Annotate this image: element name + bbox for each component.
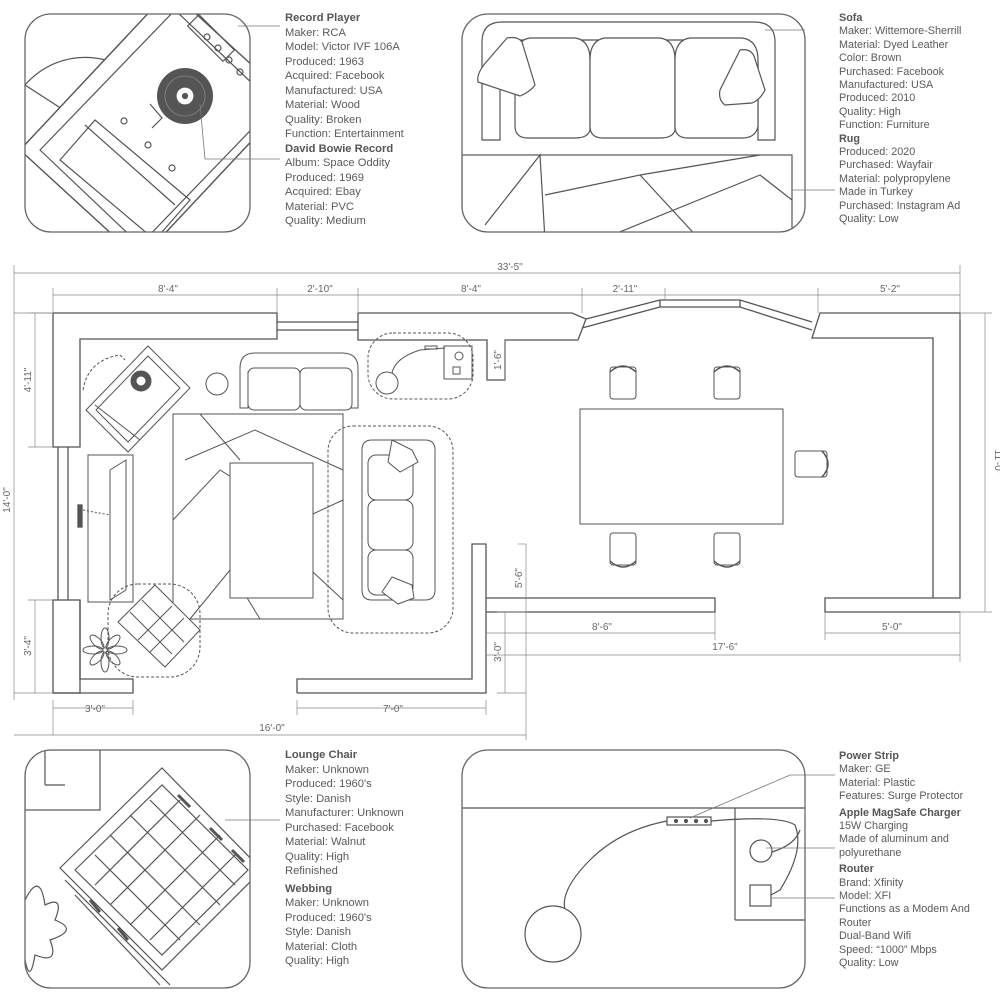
lounge-chair-info: Lounge Chair Maker: Unknown Produced: 19… xyxy=(285,748,404,969)
info-line: Purchased: Instagram Ad xyxy=(839,199,961,212)
info-line: Acquired: Facebook xyxy=(285,70,385,82)
info-line: Dual-Band Wifi xyxy=(839,930,912,943)
info-line: Acquired: Ebay xyxy=(285,186,361,198)
info-line: Brand: Xfinity xyxy=(839,876,904,889)
info-line: Function: Entertainment xyxy=(285,128,404,140)
info-line: Quality: High xyxy=(839,105,901,118)
info-line: Manufactured: USA xyxy=(839,79,934,92)
info-title: Power Strip xyxy=(839,750,899,762)
info-line: Model: XFI xyxy=(839,890,892,903)
info-title: Rug xyxy=(839,132,860,145)
dim-overall-width: 33'-5" xyxy=(497,262,523,273)
dim-right-height: 11'-0" xyxy=(992,450,1000,475)
info-line: Maker: GE xyxy=(839,763,891,776)
info-line: Quality: Broken xyxy=(285,113,362,126)
info-line: Purchased: Facebook xyxy=(285,821,394,834)
info-line: Produced: 2010 xyxy=(839,92,916,105)
info-line: Maker: Wittemore-Sherrill xyxy=(839,25,962,38)
dimension-labels: 33'-5" 8'-4" 2'-10" 8'-4" 2'-11" 5'-2" 4… xyxy=(2,262,1000,734)
dim-left-overall: 14'-0" xyxy=(2,487,13,513)
info-line: Maker: Unknown xyxy=(285,897,369,909)
info-line: Color: Brown xyxy=(839,52,902,65)
dim-top-seg2: 2'-10" xyxy=(307,284,333,295)
info-line: Produced: 1969 xyxy=(285,171,364,184)
info-line: Manufacturer: Unknown xyxy=(285,807,404,819)
info-line: Purchased: Wayfair xyxy=(839,159,933,172)
sofa-info: Sofa Maker: Wittemore-Sherrill Material:… xyxy=(839,12,961,227)
power-strip-detail xyxy=(461,749,835,989)
furniture xyxy=(82,332,829,678)
dim-top-seg4: 2'-11" xyxy=(613,284,638,295)
dim-top-seg5: 5'-2" xyxy=(880,284,900,295)
info-line: Material: Wood xyxy=(285,99,361,111)
info-line: Functions as a Modem And xyxy=(839,903,970,916)
dim-wall-nub: 1'-6" xyxy=(493,350,504,370)
dim-dining-lower-overall: 17'-6" xyxy=(712,642,738,653)
info-line: Made of aluminum and xyxy=(839,833,949,846)
info-line: Router xyxy=(839,916,872,929)
power-strip-info: Power Strip Maker: GE Material: Plastic … xyxy=(839,750,970,971)
info-line: Produced: 1960's xyxy=(285,911,372,924)
info-line: polyurethane xyxy=(839,846,902,859)
info-line: Style: Danish xyxy=(285,926,351,938)
info-line: Speed: “1000” Mbps xyxy=(839,943,937,956)
info-title: Lounge Chair xyxy=(285,749,358,761)
dim-mid-lower-vertical: 3'-0" xyxy=(493,642,504,662)
info-title: David Bowie Record xyxy=(285,142,394,155)
walls xyxy=(52,299,961,694)
dim-top-seg1: 8'-4" xyxy=(158,284,178,295)
info-line: Features: Surge Protector xyxy=(839,790,964,803)
info-line: Quality: Low xyxy=(839,957,899,970)
info-line: Quality: High xyxy=(285,955,350,967)
info-line: Quality: Low xyxy=(839,213,899,226)
dim-bottom-overall: 16'-0" xyxy=(259,723,285,734)
record-player-detail xyxy=(24,13,280,233)
dim-left-upper: 4'-11" xyxy=(23,367,34,392)
info-line: Function: Furniture xyxy=(839,119,930,132)
info-line: Quality: High xyxy=(285,850,350,863)
info-line: Material: PVC xyxy=(285,200,355,213)
info-line: Maker: Unknown xyxy=(285,763,369,776)
info-title: Webbing xyxy=(285,882,333,895)
info-line: Material: Dyed Leather xyxy=(839,38,949,51)
info-line: Manufactured: USA xyxy=(285,84,383,97)
dim-left-lower: 3'-4" xyxy=(23,636,34,656)
dimension-lines xyxy=(13,265,992,740)
dim-bottom-mid: 7'-0" xyxy=(383,704,403,715)
info-line: Album: Space Oddity xyxy=(285,157,391,169)
dim-top-seg3: 8'-4" xyxy=(461,284,481,295)
info-line: Made in Turkey xyxy=(839,186,913,199)
info-line: Produced: 2020 xyxy=(839,146,916,159)
lounge-chair-detail xyxy=(24,749,280,989)
dim-bottom-left: 3'-0" xyxy=(85,704,105,715)
info-line: Refinished xyxy=(285,865,338,877)
info-line: Quality: Medium xyxy=(285,215,366,227)
info-line: Material: polypropylene xyxy=(839,172,951,185)
info-line: 15W Charging xyxy=(839,820,909,833)
info-title: Sofa xyxy=(839,12,863,24)
info-line: Model: Victor IVF 106A xyxy=(285,41,400,53)
info-title: Record Player xyxy=(285,12,361,24)
record-player-info: Record Player Maker: RCA Model: Victor I… xyxy=(285,11,404,229)
info-line: Maker: RCA xyxy=(285,26,346,39)
info-line: Produced: 1963 xyxy=(285,55,364,68)
info-line: Material: Plastic xyxy=(839,776,916,789)
info-title: Router xyxy=(839,863,874,876)
info-title: Apple MagSafe Charger xyxy=(839,806,961,819)
info-line: Produced: 1960's xyxy=(285,778,372,790)
info-line: Material: Cloth xyxy=(285,940,358,953)
info-line: Material: Walnut xyxy=(285,836,366,848)
info-line: Purchased: Facebook xyxy=(839,65,945,78)
dim-dining-lower-right: 5'-0" xyxy=(882,622,902,633)
info-line: Style: Danish xyxy=(285,792,351,805)
dim-dining-lower-left: 8'-6" xyxy=(592,622,612,633)
dim-mid-vertical: 5'-6" xyxy=(514,568,525,588)
sofa-detail xyxy=(461,13,835,233)
